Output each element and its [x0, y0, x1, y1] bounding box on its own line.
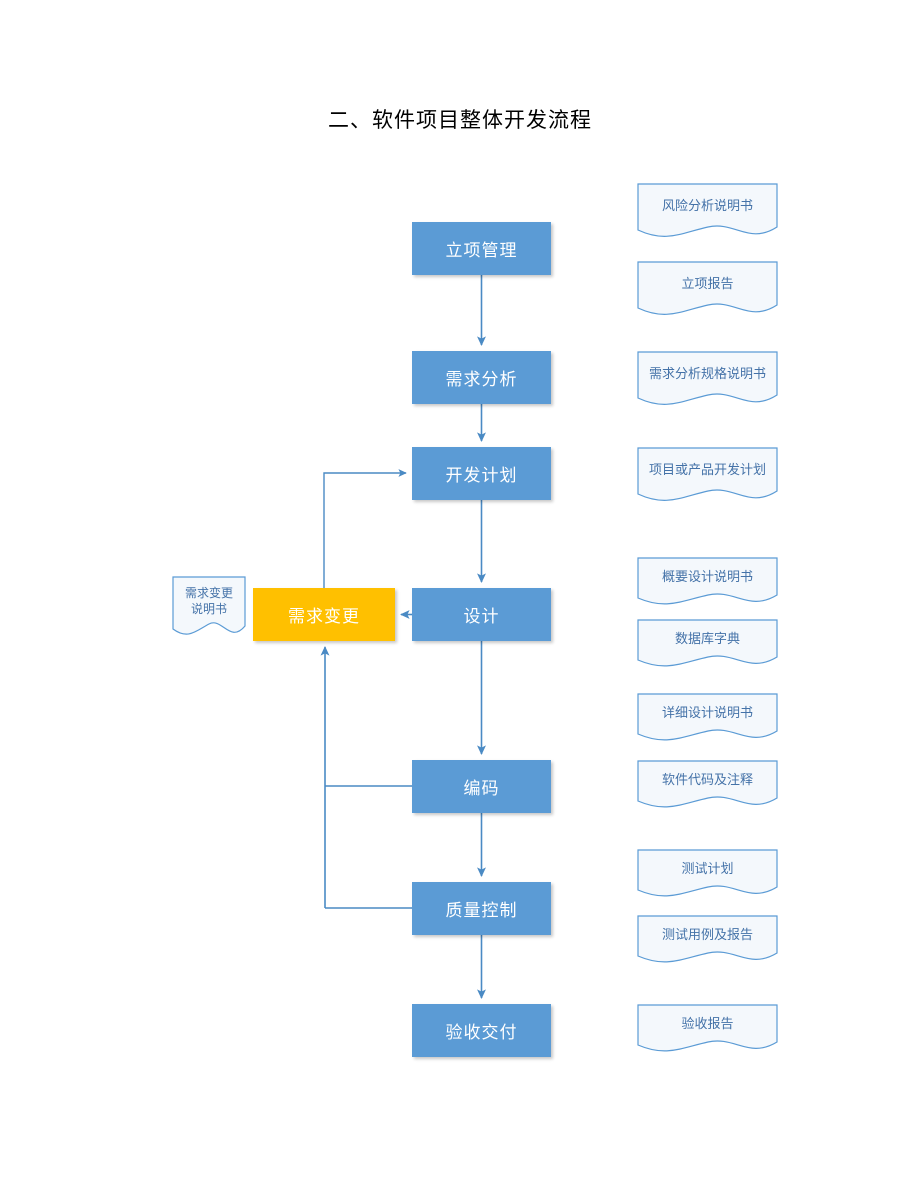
process-box-requirement-analysis[interactable]: 需求分析 — [412, 351, 551, 404]
document-database-dictionary[interactable]: 数据库字典 — [637, 619, 778, 669]
document-source-code-comments[interactable]: 软件代码及注释 — [637, 760, 778, 810]
document-product-development-plan[interactable]: 项目或产品开发计划 — [637, 447, 778, 504]
process-label: 验收交付 — [445, 1023, 518, 1042]
process-label: 立项管理 — [445, 241, 518, 260]
process-box-project-initiation[interactable]: 立项管理 — [412, 222, 551, 275]
process-label: 质量控制 — [445, 901, 518, 920]
process-box-requirement-change[interactable]: 需求变更 — [253, 588, 395, 641]
document-outline-design-spec[interactable]: 概要设计说明书 — [637, 557, 778, 607]
document-requirement-change-spec[interactable]: 需求变更 说明书 — [172, 576, 246, 640]
document-risk-analysis-spec[interactable]: 风险分析说明书 — [637, 183, 778, 240]
document-test-plan[interactable]: 测试计划 — [637, 849, 778, 899]
document-project-initiation-report[interactable]: 立项报告 — [637, 261, 778, 318]
process-box-coding[interactable]: 编码 — [412, 760, 551, 813]
connector-change-to-plan — [323, 469, 407, 588]
process-box-quality-control[interactable]: 质量控制 — [412, 882, 551, 935]
process-label: 需求分析 — [445, 370, 518, 389]
process-box-acceptance-delivery[interactable]: 验收交付 — [412, 1004, 551, 1057]
document-requirement-analysis-spec[interactable]: 需求分析规格说明书 — [637, 351, 778, 408]
document-test-cases-report[interactable]: 测试用例及报告 — [637, 915, 778, 965]
page-title: 二、软件项目整体开发流程 — [328, 109, 592, 132]
document-detailed-design-spec[interactable]: 详细设计说明书 — [637, 693, 778, 743]
process-label: 设计 — [463, 607, 500, 626]
process-label: 编码 — [463, 779, 500, 798]
process-box-development-plan[interactable]: 开发计划 — [412, 447, 551, 500]
document-acceptance-report[interactable]: 验收报告 — [637, 1004, 778, 1054]
process-label: 开发计划 — [445, 466, 518, 485]
process-label: 需求变更 — [288, 607, 360, 626]
process-box-design[interactable]: 设计 — [412, 588, 551, 641]
